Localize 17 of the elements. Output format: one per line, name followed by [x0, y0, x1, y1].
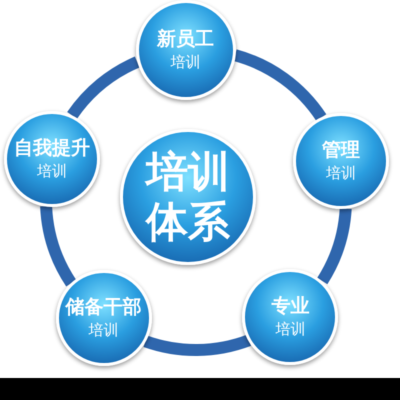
- ring-segment: [317, 208, 352, 284]
- topic-subtitle: 培训: [88, 320, 119, 342]
- ring-segment: [144, 334, 251, 356]
- topic-title: 储备干部: [66, 295, 142, 320]
- topic-title: 自我提升: [14, 136, 90, 160]
- ring-segment: [67, 56, 140, 120]
- topic-subtitle: 培训: [326, 163, 356, 184]
- center-title: 培训体系: [144, 147, 231, 247]
- ring-segment: [40, 206, 76, 286]
- topic-title: 专业: [271, 294, 310, 318]
- bottom-band: [0, 378, 400, 400]
- topic-subtitle: 培训: [170, 52, 201, 74]
- topic-title: 管理: [322, 138, 360, 162]
- topic-subtitle: 培训: [36, 160, 67, 182]
- topic-title: 新员工: [157, 27, 214, 52]
- topic-subtitle: 培训: [275, 318, 306, 340]
- ring-segment: [233, 50, 326, 122]
